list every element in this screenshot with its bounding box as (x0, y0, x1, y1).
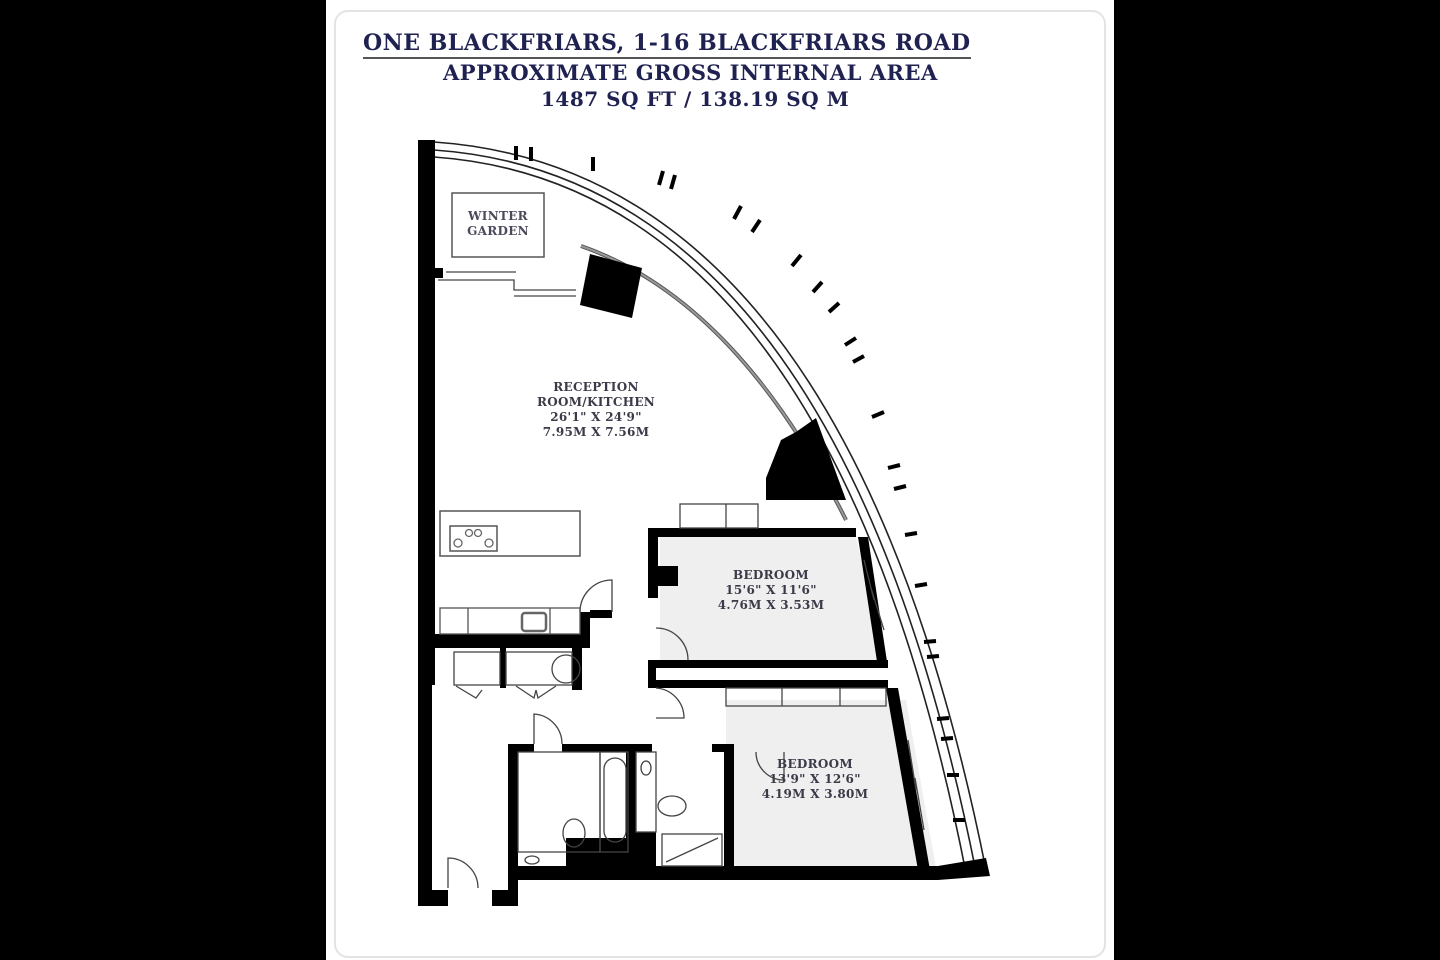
walls (418, 140, 990, 906)
sliding-door (438, 271, 576, 297)
wardrobes (679, 503, 887, 707)
sink (520, 611, 548, 633)
cupboard-doors (453, 651, 581, 700)
room-label-bedroom-2: BEDROOM 13'9" X 12'6" 4.19M X 3.80M (761, 757, 869, 801)
kitchen-counter (439, 607, 581, 635)
door-swings (447, 579, 785, 889)
winter-garden-box (451, 192, 545, 258)
bedroom-1-floor (660, 537, 886, 668)
floor-plan-drawing (418, 140, 990, 906)
room-label-reception: RECEPTION ROOM/KITCHEN 26'1" X 24'9" 7.9… (536, 380, 656, 439)
area-subtitle: APPROXIMATE GROSS INTERNAL AREA (443, 60, 938, 85)
hob (449, 525, 498, 552)
page-frame (334, 10, 1106, 958)
room-label-bedroom-1: BEDROOM 15'6" X 11'6" 4.76M X 3.53M (717, 568, 825, 612)
area-value: 1487 SQ FT / 138.19 SQ M (541, 87, 850, 111)
bathroom-fixtures (517, 751, 723, 867)
property-title: ONE BLACKFRIARS, 1-16 BLACKFRIARS ROAD (363, 30, 971, 59)
floor-plan-page: ONE BLACKFRIARS, 1-16 BLACKFRIARS ROAD A… (326, 0, 1114, 960)
bedroom-2-floor (726, 700, 936, 868)
facade-mullions (514, 146, 965, 822)
bedroom-windows (863, 559, 925, 831)
room-label-winter-garden: WINTER GARDEN (467, 209, 529, 238)
kitchen-island (439, 510, 581, 557)
